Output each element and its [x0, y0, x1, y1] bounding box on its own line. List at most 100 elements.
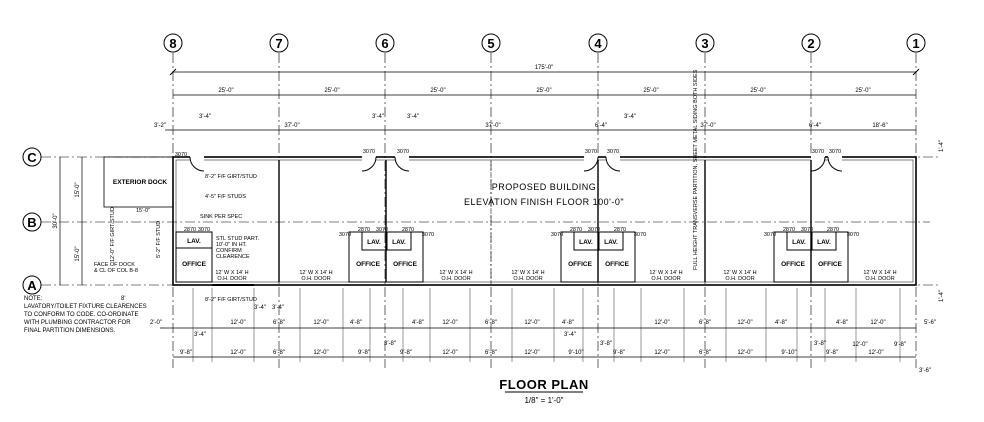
svg-text:2870: 2870 [402, 227, 414, 233]
grid-bubble-1: 1 [906, 33, 926, 53]
svg-text:3'-4": 3'-4" [194, 332, 206, 338]
svg-text:2: 2 [807, 36, 814, 51]
grid-bubble-4: 4 [588, 33, 608, 53]
svg-text:5: 5 [487, 36, 494, 51]
svg-text:37'-0": 37'-0" [700, 123, 715, 129]
svg-text:15'-0": 15'-0" [75, 246, 81, 261]
svg-text:3: 3 [701, 36, 708, 51]
svg-text:3'-4": 3'-4" [624, 114, 636, 120]
svg-text:OFFICE: OFFICE [393, 261, 417, 268]
grid-bubble-8: 8 [163, 33, 183, 53]
svg-text:OFFICE: OFFICE [818, 261, 842, 268]
svg-text:OFFICE: OFFICE [568, 261, 592, 268]
svg-text:6: 6 [381, 36, 388, 51]
svg-text:FACE OF DOCK: FACE OF DOCK [94, 262, 135, 268]
svg-text:O.H. DOOR: O.H. DOOR [725, 276, 754, 282]
svg-text:8': 8' [121, 296, 125, 302]
svg-text:B: B [27, 215, 36, 230]
oh-door-6: 12' W X 14' H O.H. DOOR [723, 270, 756, 282]
svg-text:LAV.: LAV. [187, 238, 201, 245]
svg-text:25'-0": 25'-0" [324, 88, 339, 94]
lower-dimensions-row2: 9'-8" 12'-0" 6'-8" 12'-0" 9'-8" 9'-8" 12… [173, 341, 931, 374]
oh-door-2: 12' W X 14' H O.H. DOOR [299, 270, 332, 282]
svg-text:9'-8": 9'-8" [358, 350, 370, 356]
svg-text:C: C [27, 150, 37, 165]
svg-text:8: 8 [169, 36, 176, 51]
svg-text:4'-8": 4'-8" [562, 320, 574, 326]
svg-text:1'-4": 1'-4" [939, 290, 945, 302]
svg-text:3'-8": 3'-8" [384, 341, 396, 347]
title-text: FLOOR PLAN [499, 377, 589, 392]
svg-text:3070: 3070 [588, 227, 600, 233]
svg-text:3'-4": 3'-4" [372, 114, 384, 120]
svg-text:175'-0": 175'-0" [535, 65, 554, 71]
svg-text:2'-0": 2'-0" [150, 320, 162, 326]
svg-text:15'-0": 15'-0" [136, 208, 150, 214]
bay-dimensions: 25'-0" 25'-0" 25'-0" 25'-0" 25'-0" 25'-0… [173, 88, 916, 96]
svg-text:CONFIRM: CONFIRM [216, 248, 242, 254]
svg-text:O.H. DOOR: O.H. DOOR [865, 276, 894, 282]
svg-text:1'-4": 1'-4" [939, 140, 945, 152]
svg-text:25'-0": 25'-0" [218, 88, 233, 94]
grid-bubble-a: A [22, 275, 42, 295]
svg-text:O.H. DOOR: O.H. DOOR [301, 276, 330, 282]
svg-text:CLEARENCE: CLEARENCE [216, 254, 250, 260]
svg-text:3'-4": 3'-4" [564, 332, 576, 338]
svg-text:3070: 3070 [634, 232, 646, 238]
vertical-dimensions: 30'-0" 15'-0" 15'-0" 8' 1'-4" 1'-4" [53, 140, 945, 302]
svg-text:4'-8": 4'-8" [412, 320, 424, 326]
svg-text:3070: 3070 [422, 232, 434, 238]
svg-text:4'-8": 4'-8" [775, 320, 787, 326]
svg-text:LAV.: LAV. [817, 239, 831, 246]
oh-door-1: 12' W X 14' H O.H. DOOR [212, 270, 254, 286]
svg-text:9'-10": 9'-10" [781, 350, 796, 356]
svg-text:3070: 3070 [801, 227, 813, 233]
svg-text:2870: 2870 [184, 227, 196, 233]
svg-text:12'-0": 12'-0" [442, 320, 457, 326]
svg-text:12' W X 14' H: 12' W X 14' H [723, 270, 756, 276]
svg-text:6'-8": 6'-8" [485, 320, 497, 326]
svg-text:3070: 3070 [812, 149, 824, 155]
svg-text:5'-2" F/F STUD: 5'-2" F/F STUD [156, 221, 162, 258]
svg-text:25'-0": 25'-0" [643, 88, 658, 94]
svg-text:6'-8": 6'-8" [273, 350, 285, 356]
grid-bubble-c: C [22, 147, 42, 167]
lower-dimensions-row1: 2'-0" 3'-4" 12'-0" 6'-8" 12'-0" 4'-8" 4'… [150, 320, 936, 338]
grid-bubble-2: 2 [801, 33, 821, 53]
svg-text:37'-0": 37'-0" [284, 123, 299, 129]
svg-text:5'-6": 5'-6" [924, 320, 936, 326]
office-suite-6: LAV. LAV. OFFICE OFFICE 3070 2870 3070 2… [339, 227, 434, 283]
svg-text:3070: 3070 [376, 227, 388, 233]
office-suite-2: LAV. LAV. OFFICE OFFICE 3070 2870 3070 2… [764, 227, 859, 283]
svg-text:12'-0": 12'-0" [868, 350, 883, 356]
svg-text:FINAL PARTITION DIMENSIONS.: FINAL PARTITION DIMENSIONS. [24, 328, 116, 334]
svg-text:LAV.: LAV. [392, 239, 406, 246]
svg-text:LAV.: LAV. [367, 239, 381, 246]
svg-text:12' W X 14' H: 12' W X 14' H [215, 270, 248, 276]
svg-text:3070: 3070 [764, 232, 776, 238]
svg-text:12'-0": 12'-0" [313, 320, 328, 326]
svg-text:12'-0": 12'-0" [852, 342, 867, 348]
svg-text:12'-0": 12'-0" [230, 320, 245, 326]
svg-text:2870: 2870 [358, 227, 370, 233]
svg-text:3'-2": 3'-2" [154, 123, 166, 129]
svg-text:4'-8": 4'-8" [836, 320, 848, 326]
svg-text:LAV.: LAV. [792, 239, 806, 246]
svg-text:12'-0": 12'-0" [313, 350, 328, 356]
svg-text:12'-0" F/F GIRT/STUD: 12'-0" F/F GIRT/STUD [110, 207, 116, 262]
svg-text:12'-0": 12'-0" [230, 350, 245, 356]
svg-text:3'-4": 3'-4" [272, 305, 284, 311]
office-suite-left: LAV. OFFICE 2870 3070 [175, 227, 213, 283]
svg-text:2870: 2870 [614, 227, 626, 233]
svg-text:1: 1 [912, 36, 919, 51]
svg-text:LAV.: LAV. [579, 239, 593, 246]
extension-lines [192, 288, 901, 362]
left-annotations: 8'-2" F/F GIRT/STUD 4'-5" F/F STUDS SINK… [94, 174, 284, 311]
svg-text:25'-0": 25'-0" [750, 88, 765, 94]
svg-text:SINK PER SPEC: SINK PER SPEC [200, 214, 242, 220]
svg-text:6'-4": 6'-4" [595, 123, 607, 129]
svg-text:12'-0": 12'-0" [524, 350, 539, 356]
svg-text:12' W X 14' H: 12' W X 14' H [299, 270, 332, 276]
drawing-title: FLOOR PLAN 1/8" = 1'-0" [499, 377, 589, 405]
svg-text:3070: 3070 [198, 227, 210, 233]
